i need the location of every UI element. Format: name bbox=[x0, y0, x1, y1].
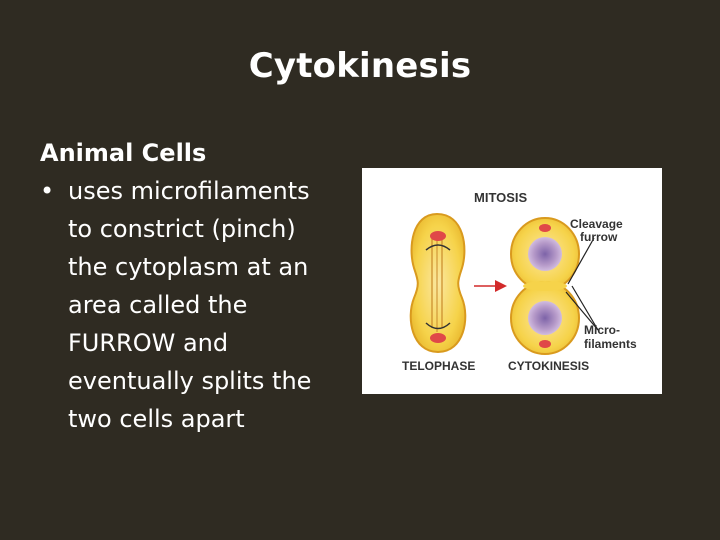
label-filaments: filaments bbox=[584, 337, 637, 351]
bullet-line: the cytoplasm at an bbox=[68, 253, 309, 281]
subheading: Animal Cells bbox=[40, 139, 207, 167]
cytokinesis-cells bbox=[510, 217, 580, 355]
slide-title: Cytokinesis bbox=[248, 46, 472, 86]
micro-pointer-1 bbox=[571, 285, 599, 331]
diagram-svg: MITOSIS Cleavage bbox=[402, 190, 637, 373]
label-cytokinesis: CYTOKINESIS bbox=[508, 359, 589, 373]
centrosome-top bbox=[430, 231, 446, 241]
micro-pointer-2 bbox=[565, 291, 599, 331]
nucleus-bottom bbox=[528, 301, 562, 335]
bullet-line: two cells apart bbox=[68, 405, 245, 433]
figure-heading: MITOSIS bbox=[474, 190, 528, 205]
label-cleavage: Cleavage bbox=[570, 217, 623, 231]
nucleus-top bbox=[528, 237, 562, 271]
bullet-line: FURROW and bbox=[68, 329, 229, 357]
label-furrow-text: furrow bbox=[580, 230, 618, 244]
bullet-line: to constrict (pinch) bbox=[68, 215, 296, 243]
bullet-text: uses microfilaments to constrict (pinch)… bbox=[68, 172, 345, 438]
cleavage-pointer bbox=[567, 237, 595, 285]
label-telophase: TELOPHASE bbox=[402, 359, 475, 373]
slide-body: Animal Cells • uses microfilaments to co… bbox=[40, 134, 345, 438]
bullet-line: area called the bbox=[68, 291, 248, 319]
bullet-item: • uses microfilaments to constrict (pinc… bbox=[40, 172, 345, 438]
bullet-dot: • bbox=[40, 177, 55, 205]
bullet-line: eventually splits the bbox=[68, 367, 312, 395]
centrosome-bottom bbox=[430, 333, 446, 343]
cytokinesis-diagram: MITOSIS Cleavage bbox=[362, 168, 662, 394]
telophase-cell bbox=[409, 212, 467, 354]
label-micro: Micro- bbox=[584, 323, 620, 337]
bullet-line: uses microfilaments bbox=[68, 177, 310, 205]
